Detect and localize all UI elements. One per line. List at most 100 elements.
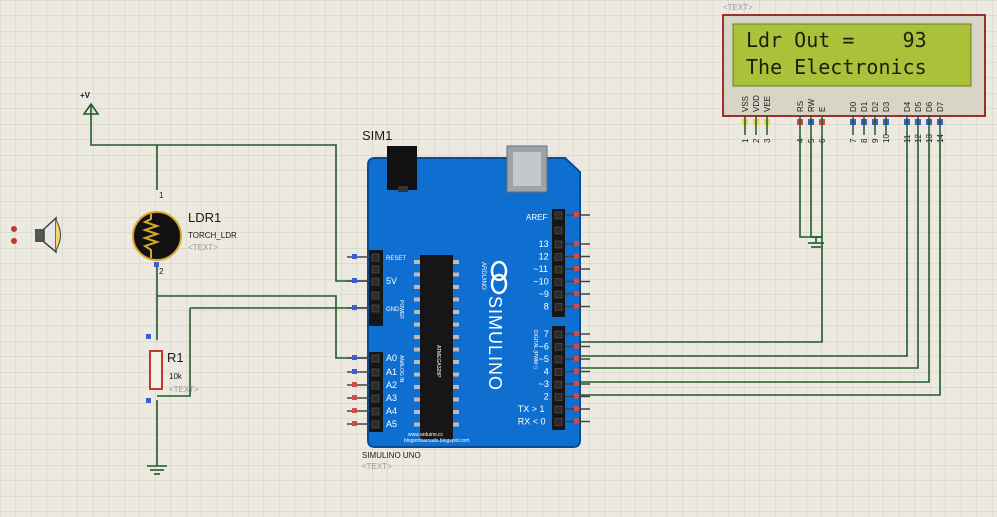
left-pin-label: A5 bbox=[386, 419, 397, 429]
speaker[interactable] bbox=[11, 216, 61, 254]
ldr-zigzag-icon bbox=[141, 214, 161, 258]
right-pin-label: 2 bbox=[544, 392, 549, 402]
power-group-label: POWER bbox=[398, 300, 404, 319]
left-pin-label: GND bbox=[386, 307, 400, 313]
pin-marker bbox=[352, 382, 357, 387]
right-pin-label: ~9 bbox=[539, 289, 549, 299]
pin-marker bbox=[574, 381, 579, 386]
lcd-pin-name: RS bbox=[796, 101, 805, 112]
ldr-pin2-number: 2 bbox=[159, 267, 164, 276]
chip-leg bbox=[453, 260, 459, 264]
header-pin bbox=[554, 380, 563, 389]
chip-leg bbox=[414, 285, 420, 289]
chip-leg bbox=[453, 310, 459, 314]
lcd-pin-name: VSS bbox=[741, 96, 750, 112]
chip-leg bbox=[453, 285, 459, 289]
arduino-ref: SIM1 bbox=[362, 128, 392, 143]
chip-leg bbox=[414, 272, 420, 277]
header-pin bbox=[371, 277, 380, 286]
right-pin-label: ~10 bbox=[533, 277, 548, 287]
lcd-pin-number: 9 bbox=[871, 138, 880, 143]
arduino-text: <TEXT> bbox=[362, 462, 392, 471]
left-pin-label: RESET bbox=[386, 256, 406, 262]
chip-leg bbox=[453, 397, 459, 402]
left-pin-label: A3 bbox=[386, 393, 397, 403]
pin-marker bbox=[574, 331, 579, 336]
chip-leg bbox=[414, 260, 420, 264]
arduino-small-text: ARDUINO bbox=[480, 262, 486, 290]
lcd-pin-name: D4 bbox=[903, 101, 912, 112]
r1-body bbox=[149, 350, 163, 390]
right-pin-label: ~3 bbox=[539, 379, 549, 389]
header-pin bbox=[371, 381, 380, 390]
header-pin bbox=[554, 393, 563, 401]
aref-label: AREF bbox=[526, 213, 547, 222]
chip-leg bbox=[414, 310, 420, 314]
header-pin bbox=[554, 330, 563, 339]
dc-jack bbox=[387, 146, 417, 190]
r1-pin-bottom bbox=[146, 398, 151, 403]
right-pin-label: RX < 0 bbox=[518, 417, 546, 427]
pin-marker bbox=[574, 368, 579, 374]
speaker-icon bbox=[43, 216, 57, 254]
wire-gnd-loop bbox=[157, 308, 191, 397]
lcd-ground-symbol bbox=[808, 236, 824, 248]
power-terminal[interactable]: +V bbox=[80, 91, 100, 117]
wire-d5 bbox=[565, 135, 919, 369]
pin-marker bbox=[352, 305, 357, 310]
digital-header-bottom bbox=[552, 326, 565, 430]
pin-marker bbox=[574, 303, 579, 309]
wire-d4 bbox=[565, 135, 908, 357]
lcd-pin-name: D5 bbox=[914, 101, 923, 112]
header-pin bbox=[554, 405, 563, 414]
lcd-line-2: The Electronics bbox=[746, 55, 927, 79]
chip-leg bbox=[414, 410, 420, 414]
header-pin bbox=[554, 240, 563, 249]
chip-leg bbox=[453, 272, 459, 277]
ldr-component[interactable]: 1 2 LDR1 TORCH_LDR <TEXT> bbox=[132, 191, 237, 276]
lcd-pin-number: 10 bbox=[882, 134, 891, 143]
lcd-pin-number: 3 bbox=[763, 138, 772, 143]
header-pin bbox=[371, 253, 380, 262]
chip-leg bbox=[414, 397, 420, 402]
chip-leg bbox=[453, 347, 459, 352]
header-pin bbox=[371, 420, 380, 429]
pin-marker bbox=[574, 266, 579, 271]
ground-symbol bbox=[147, 455, 167, 475]
right-pin-label: 12 bbox=[539, 252, 549, 262]
url-2: blogembarcado.blogspot.com bbox=[404, 438, 470, 444]
microcontroller-chip bbox=[420, 255, 453, 440]
arduino-name: SIMULINO UNO bbox=[362, 451, 421, 460]
lcd-pin-number: 1 bbox=[741, 138, 750, 143]
url-1: www.arduino.cc bbox=[408, 432, 444, 438]
lcd-pin-number: 8 bbox=[860, 138, 869, 143]
lcd-display[interactable]: <TEXT> Ldr Out = 93 The Electronics VSS1… bbox=[722, 3, 986, 143]
lcd-pin-name: VEE bbox=[763, 96, 772, 112]
ldr-pin2-marker bbox=[154, 262, 159, 267]
ldr-pin1-number: 1 bbox=[159, 191, 164, 200]
pin-marker bbox=[574, 356, 579, 361]
chip-label: ATMEGA328P bbox=[435, 345, 441, 378]
chip-leg bbox=[453, 335, 459, 339]
lcd-pin-name: VDD bbox=[752, 95, 761, 112]
r1-pin-top bbox=[146, 334, 151, 339]
right-pin-label: TX > 1 bbox=[518, 404, 545, 414]
chip-leg bbox=[453, 422, 459, 427]
left-pin-label: A1 bbox=[386, 367, 397, 377]
wire-e bbox=[565, 135, 823, 343]
resistor-r1[interactable]: R1 10k <TEXT> bbox=[146, 334, 199, 403]
arduino-board[interactable]: SIM1 ATMEGA328P ARDUINO SIMULINO www.ard… bbox=[347, 128, 590, 471]
analog-header bbox=[369, 352, 383, 432]
pin-marker bbox=[574, 278, 579, 284]
header-pin bbox=[554, 211, 563, 220]
lcd-pin-name: D1 bbox=[860, 101, 869, 112]
lcd-pin-name: D0 bbox=[849, 101, 858, 112]
left-pin-label: A2 bbox=[386, 380, 397, 390]
r1-text: <TEXT> bbox=[169, 385, 199, 394]
chip-leg bbox=[453, 322, 459, 327]
chip-legs bbox=[414, 260, 459, 427]
lcd-line-1: Ldr Out = 93 bbox=[746, 28, 927, 52]
